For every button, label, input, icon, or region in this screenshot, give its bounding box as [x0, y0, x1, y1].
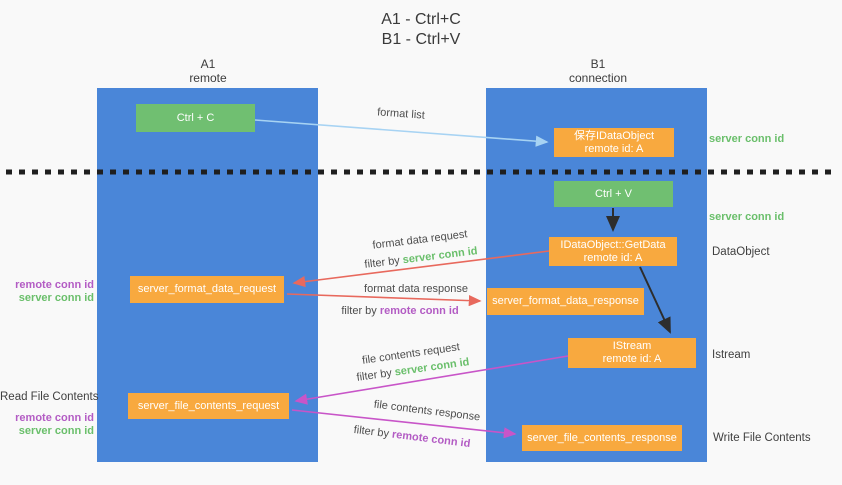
node-server-file-contents-response: server_file_contents_response	[522, 425, 682, 451]
node-ctrl-v: Ctrl + V	[554, 181, 673, 207]
side-label-dataobject: DataObject	[712, 246, 770, 258]
node-save-idataobject: 保存IDataObject remote id: A	[554, 128, 674, 157]
node-istream-line2: remote id: A	[602, 353, 662, 365]
node-server-format-data-request: server_format_data_request	[130, 276, 284, 303]
remote-conn-id-text: remote conn id	[379, 305, 459, 317]
title-line-1: A1 - Ctrl+C	[381, 11, 461, 28]
arrow-file-contents-response	[291, 409, 517, 439]
side-label-server-conn-id-left-bottom: server conn id	[18, 425, 94, 437]
node-idataobject-getdata-line1: IDataObject::GetData	[560, 238, 666, 251]
side-label-read-file-contents: Read File Contents	[0, 391, 99, 403]
node-ctrl-c: Ctrl + C	[136, 104, 255, 132]
side-label-remote-conn-id-left-top: remote conn id	[15, 279, 94, 291]
page-title: A1 - Ctrl+C B1 - Ctrl+V	[0, 10, 842, 50]
edge-label-filter-by-remote-conn-id-1: filter by remote conn id	[341, 305, 458, 317]
node-idataobject-getdata: IDataObject::GetData remote id: A	[549, 237, 677, 266]
arrow-format-data-request	[292, 250, 550, 288]
title-line-2: B1 - Ctrl+V	[381, 31, 461, 48]
node-server-file-contents-request: server_file_contents_request	[128, 393, 289, 419]
arrow-format-data-response	[286, 293, 482, 307]
arrow-file-contents-request	[294, 355, 569, 405]
node-save-idataobject-line2: remote id: A	[584, 142, 644, 155]
node-ctrl-c-label: Ctrl + C	[176, 111, 215, 124]
column-b1-role: connection	[568, 71, 628, 85]
column-header-a1: A1 remote	[148, 57, 268, 85]
edge-label-format-data-response: format data response	[364, 283, 468, 295]
side-label-server-conn-id-left-top: server conn id	[18, 292, 94, 304]
filter-by-text: filter by	[341, 305, 380, 317]
side-label-server-conn-id-top: server conn id	[709, 133, 785, 145]
side-label-istream: Istream	[712, 349, 751, 361]
side-label-remote-conn-id-left-bottom: remote conn id	[15, 412, 94, 424]
column-header-b1: B1 connection	[538, 57, 658, 85]
arrow-format-list	[254, 119, 549, 147]
node-idataobject-getdata-line2: remote id: A	[583, 251, 643, 264]
node-server-file-contents-request-label: server_file_contents_request	[137, 399, 280, 412]
node-istream-line1: IStream	[612, 340, 652, 352]
column-a1-role: remote	[189, 71, 227, 85]
side-label-server-conn-id-mid: server conn id	[709, 211, 785, 223]
node-istream: IStream remote id: A	[568, 338, 696, 368]
node-server-format-data-request-label: server_format_data_request	[137, 283, 277, 295]
column-a1-name: A1	[200, 57, 216, 71]
side-label-write-file-contents: Write File Contents	[713, 432, 811, 444]
node-server-format-data-response-label: server_format_data_response	[492, 295, 639, 307]
node-ctrl-v-label: Ctrl + V	[595, 187, 632, 200]
column-b1-name: B1	[590, 57, 606, 71]
node-server-format-data-response: server_format_data_response	[487, 288, 644, 315]
node-save-idataobject-line1: 保存IDataObject	[573, 129, 655, 142]
arrow-getdata-to-istream	[639, 266, 671, 334]
node-server-file-contents-response-label: server_file_contents_response	[527, 431, 677, 444]
